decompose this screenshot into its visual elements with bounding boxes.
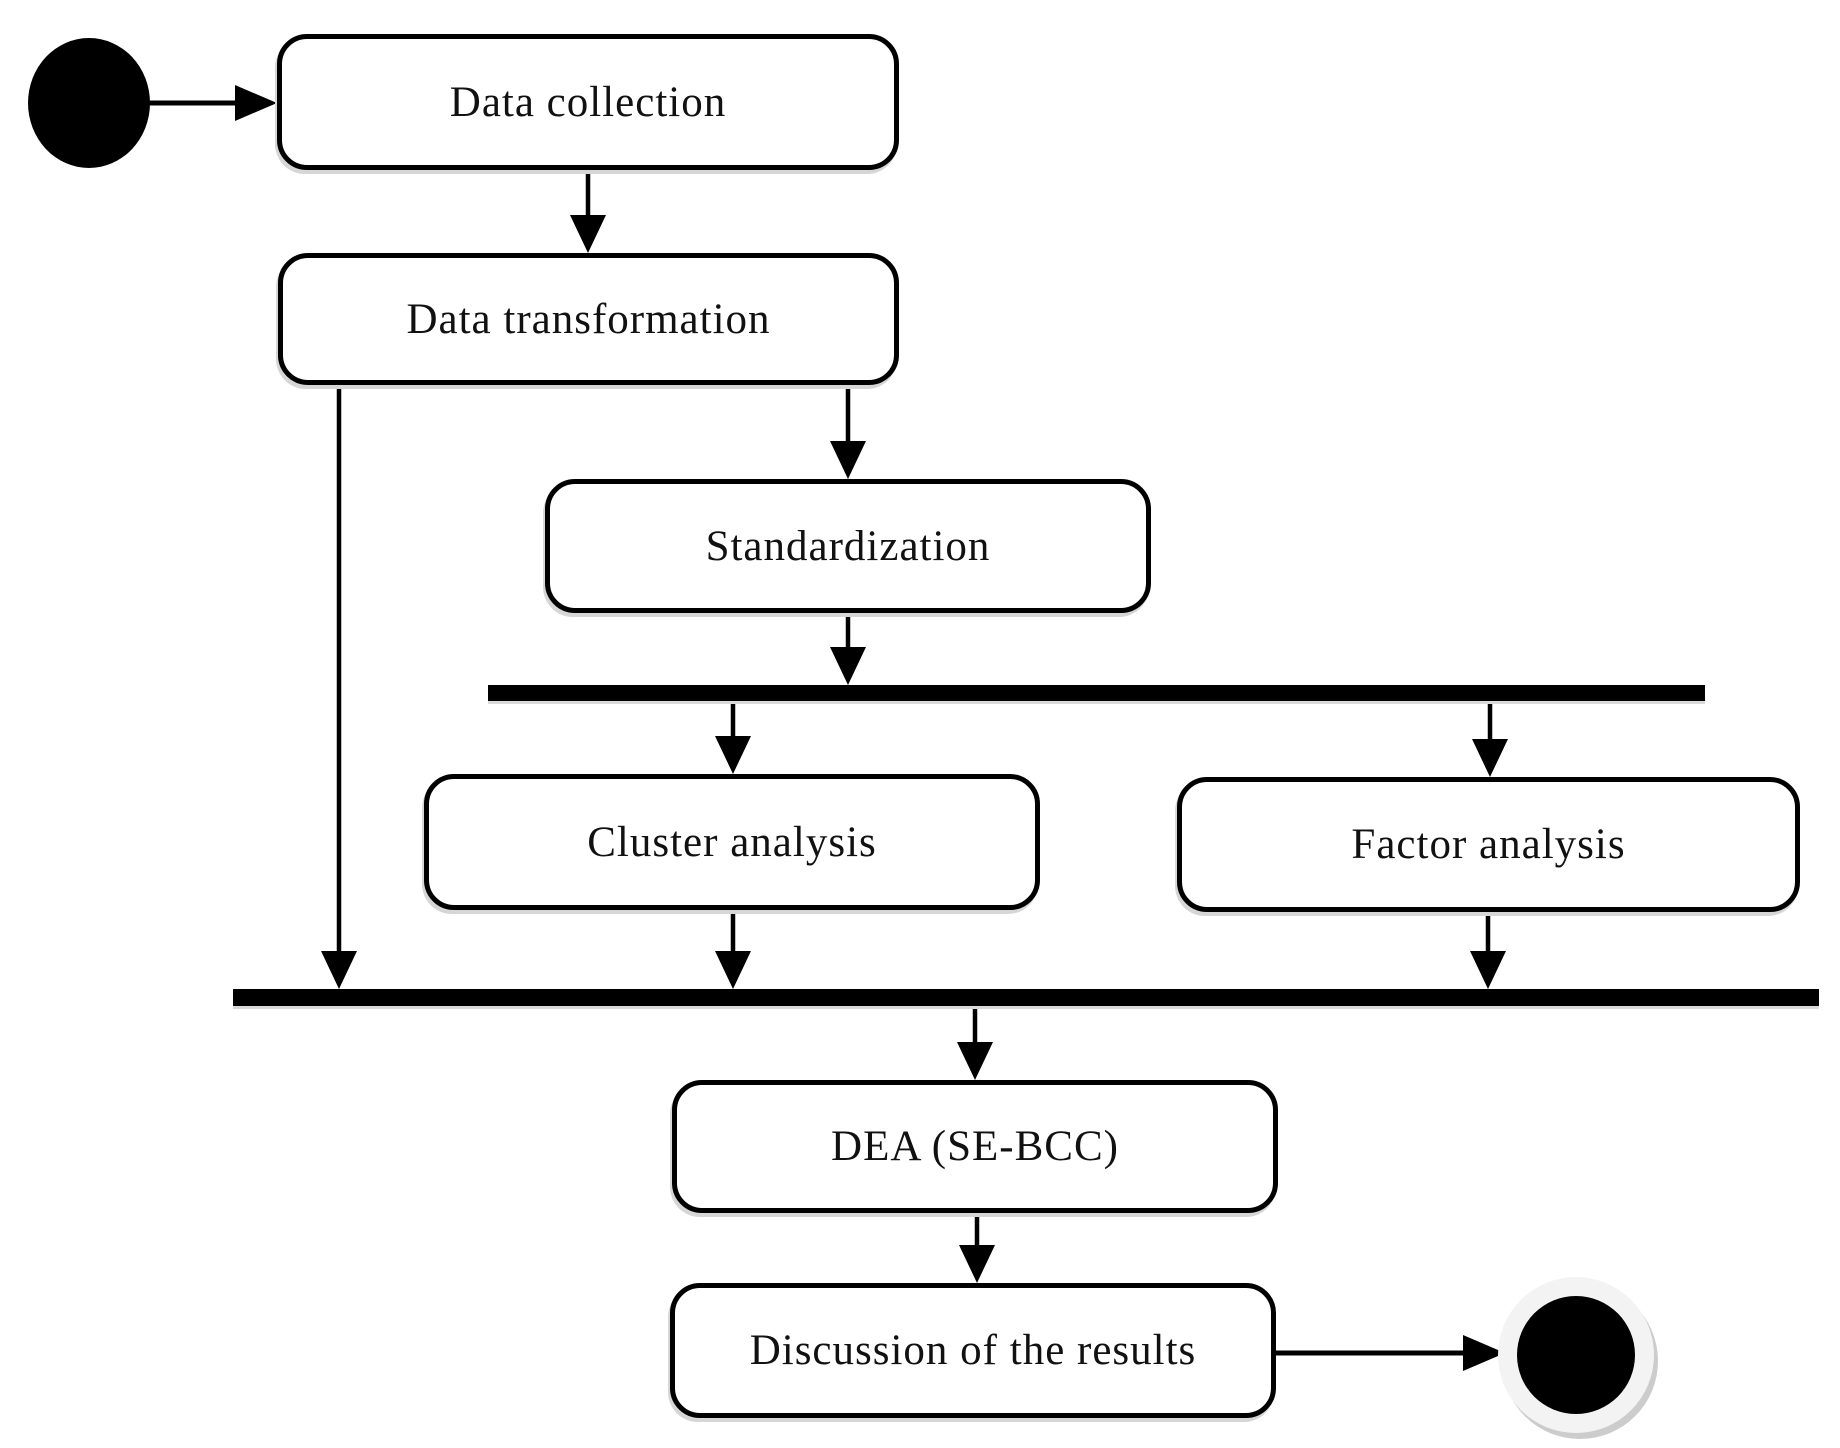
arrowhead-down-fork: [830, 647, 866, 685]
fork-bar: [488, 685, 1705, 701]
arrowhead-down-join-right: [1470, 951, 1506, 989]
arrowhead-down-join-left: [321, 951, 357, 989]
start-node: [28, 38, 150, 168]
activity-factor-analysis: Factor analysis: [1177, 777, 1800, 912]
activity-data-collection: Data collection: [277, 34, 899, 170]
activity-dea: DEA (SE-BCC): [672, 1080, 1278, 1213]
activity-label-dea: DEA (SE-BCC): [831, 1123, 1119, 1170]
arrowhead-down-standardization: [830, 441, 866, 479]
end-node: [1498, 1277, 1654, 1433]
arrowhead-down-factor: [1472, 739, 1508, 777]
arrowhead-down-cluster: [715, 736, 751, 774]
activity-cluster-analysis: Cluster analysis: [424, 774, 1040, 910]
activity-label-data-collection: Data collection: [449, 78, 727, 126]
activity-label-data-transformation: Data transformation: [406, 295, 771, 343]
arrowhead-right-data-collection: [235, 85, 277, 121]
arrowhead-down-dea: [957, 1042, 993, 1080]
activity-discussion: Discussion of the results: [670, 1283, 1276, 1418]
end-node-core: [1517, 1296, 1635, 1414]
activity-standardization: Standardization: [545, 479, 1151, 613]
arrowhead-down-transformation: [570, 215, 606, 253]
arrowhead-down-discussion: [959, 1245, 995, 1283]
join-bar: [233, 989, 1819, 1006]
arrowhead-down-join-center: [715, 951, 751, 989]
activity-label-discussion: Discussion of the results: [749, 1327, 1197, 1374]
activity-label-cluster-analysis: Cluster analysis: [587, 818, 877, 866]
arrowhead-right-end: [1463, 1335, 1505, 1371]
activity-label-factor-analysis: Factor analysis: [1351, 821, 1626, 868]
activity-label-standardization: Standardization: [705, 522, 991, 570]
activity-data-transformation: Data transformation: [278, 253, 899, 385]
